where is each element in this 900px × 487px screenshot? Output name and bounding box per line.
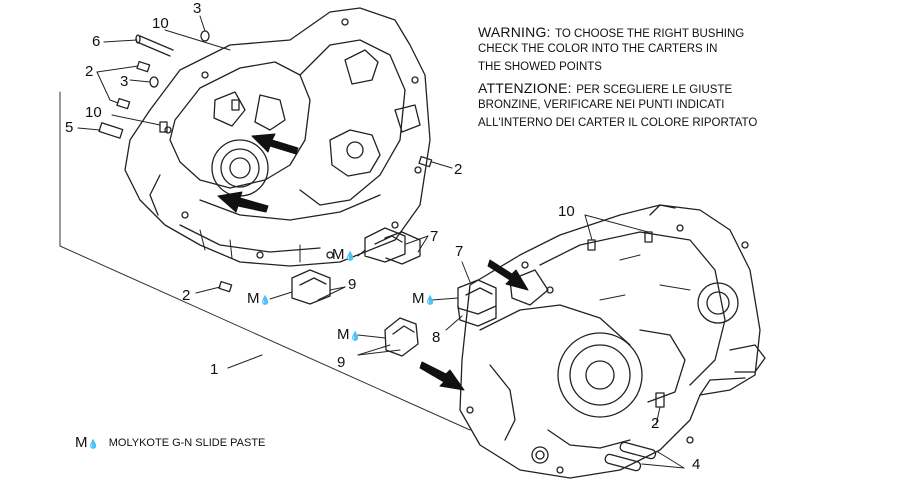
legend: M💧 MOLYKOTE G-N SLIDE PASTE <box>75 434 265 451</box>
attenzione-lead: ATTENZIONE: <box>478 80 572 96</box>
leader-lines <box>77 15 685 469</box>
warning-note-en: WARNING: TO CHOOSE THE RIGHT BUSHING <box>478 24 744 42</box>
warning-line-3: THE SHOWED POINTS <box>478 61 602 73</box>
callout-8: 8 <box>432 329 441 346</box>
legend-text: MOLYKOTE G-N SLIDE PASTE <box>108 436 266 449</box>
molykote-mark: M💧 <box>412 290 436 307</box>
callout-3: 3 <box>193 0 202 17</box>
pin-2-a <box>136 60 151 73</box>
callout-9: 9 <box>337 354 346 371</box>
direction-arrows <box>217 133 529 391</box>
callout-1: 1 <box>210 361 219 378</box>
callout-10: 10 <box>85 104 102 121</box>
callout-10: 10 <box>152 15 169 32</box>
bushing-7-upper <box>364 227 421 265</box>
warning-lead: WARNING: <box>478 24 551 40</box>
pin-6 <box>135 34 174 57</box>
pin-3-a <box>200 30 210 42</box>
bushing-9-mid <box>291 269 331 305</box>
pin-2-e <box>655 392 665 408</box>
bushing-7-8 <box>457 279 497 327</box>
right-crankcase-half <box>459 204 766 479</box>
pins-4 <box>604 441 657 472</box>
warning-text: TO CHOOSE THE RIGHT BUSHING <box>555 28 745 40</box>
callout-2: 2 <box>651 415 660 432</box>
warning-line-2: CHECK THE COLOR INTO THE CARTERS IN <box>478 43 718 55</box>
pin-2-d <box>218 280 233 293</box>
left-crankcase-half <box>124 7 431 267</box>
callout-3: 3 <box>120 73 129 90</box>
bushings <box>291 227 497 357</box>
callout-2: 2 <box>182 287 191 304</box>
legend-symbol: M💧 <box>75 434 99 451</box>
attenzione-line-2: BRONZINE, VERIFICARE NEI PUNTI INDICATI <box>478 99 725 111</box>
pin-2-c <box>418 155 433 168</box>
bushing-9-lower <box>384 317 419 357</box>
callout-9: 9 <box>348 276 357 293</box>
callout-2: 2 <box>454 161 463 178</box>
dowel-pins <box>98 30 665 472</box>
pin-2-b <box>116 97 131 110</box>
pin-5 <box>98 122 124 139</box>
molykote-mark: M💧 <box>337 326 361 343</box>
callout-10: 10 <box>558 203 575 220</box>
drop-icon: 💧 <box>87 439 99 449</box>
callout-6: 6 <box>92 33 101 50</box>
pin-3-b <box>149 76 159 88</box>
callout-7: 7 <box>430 228 439 245</box>
callout-2: 2 <box>85 63 94 80</box>
molykote-mark: M💧 <box>332 246 356 263</box>
assembly-frame-line <box>59 91 471 431</box>
attenzione-text: PER SCEGLIERE LE GIUSTE <box>576 84 733 96</box>
callout-5: 5 <box>65 119 74 136</box>
attenzione-line-3: ALL'INTERNO DEI CARTER IL COLORE RIPORTA… <box>478 117 758 129</box>
warning-note-it: ATTENZIONE: PER SCEGLIERE LE GIUSTE <box>478 80 732 98</box>
molykote-mark: M💧 <box>247 290 271 307</box>
callout-4: 4 <box>692 456 701 473</box>
callout-7: 7 <box>455 243 464 260</box>
